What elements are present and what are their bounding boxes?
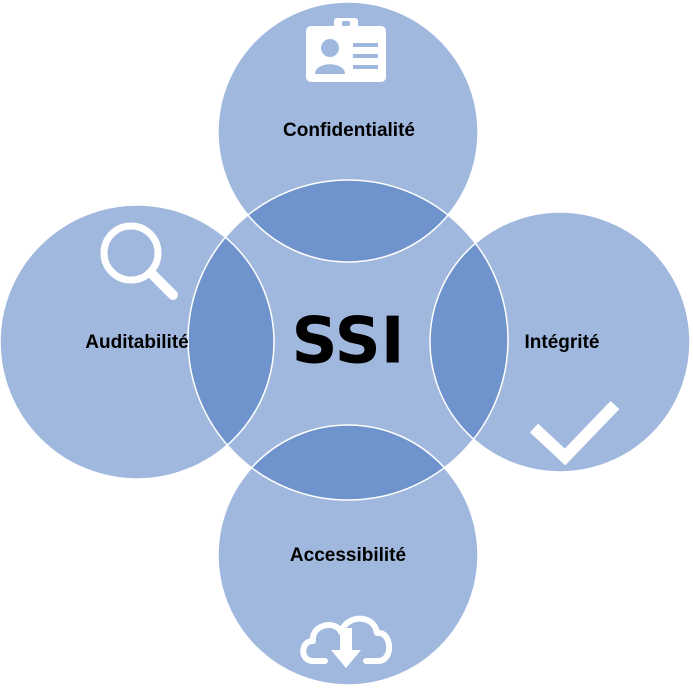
id-card-icon xyxy=(306,18,386,82)
bottom-circle xyxy=(218,425,478,685)
auditabilite-label: Auditabilité xyxy=(85,332,188,353)
ssi-center-label: SSI xyxy=(291,305,404,379)
magnifier-icon xyxy=(100,222,178,300)
left-overlap xyxy=(188,205,274,479)
confidentialite-label: Confidentialité xyxy=(283,120,415,141)
center-circle xyxy=(188,180,508,500)
right-outline xyxy=(429,211,691,473)
cloud-download-icon xyxy=(300,615,393,668)
top-overlap xyxy=(218,180,478,262)
top-outline xyxy=(217,1,479,263)
bottom-outline xyxy=(217,424,479,686)
left-outline xyxy=(0,204,275,480)
checkmark-icon xyxy=(529,400,620,466)
accessibilite-label: Accessibilité xyxy=(290,545,406,566)
center-outline xyxy=(187,179,509,501)
integrite-label: Intégrité xyxy=(525,332,600,353)
